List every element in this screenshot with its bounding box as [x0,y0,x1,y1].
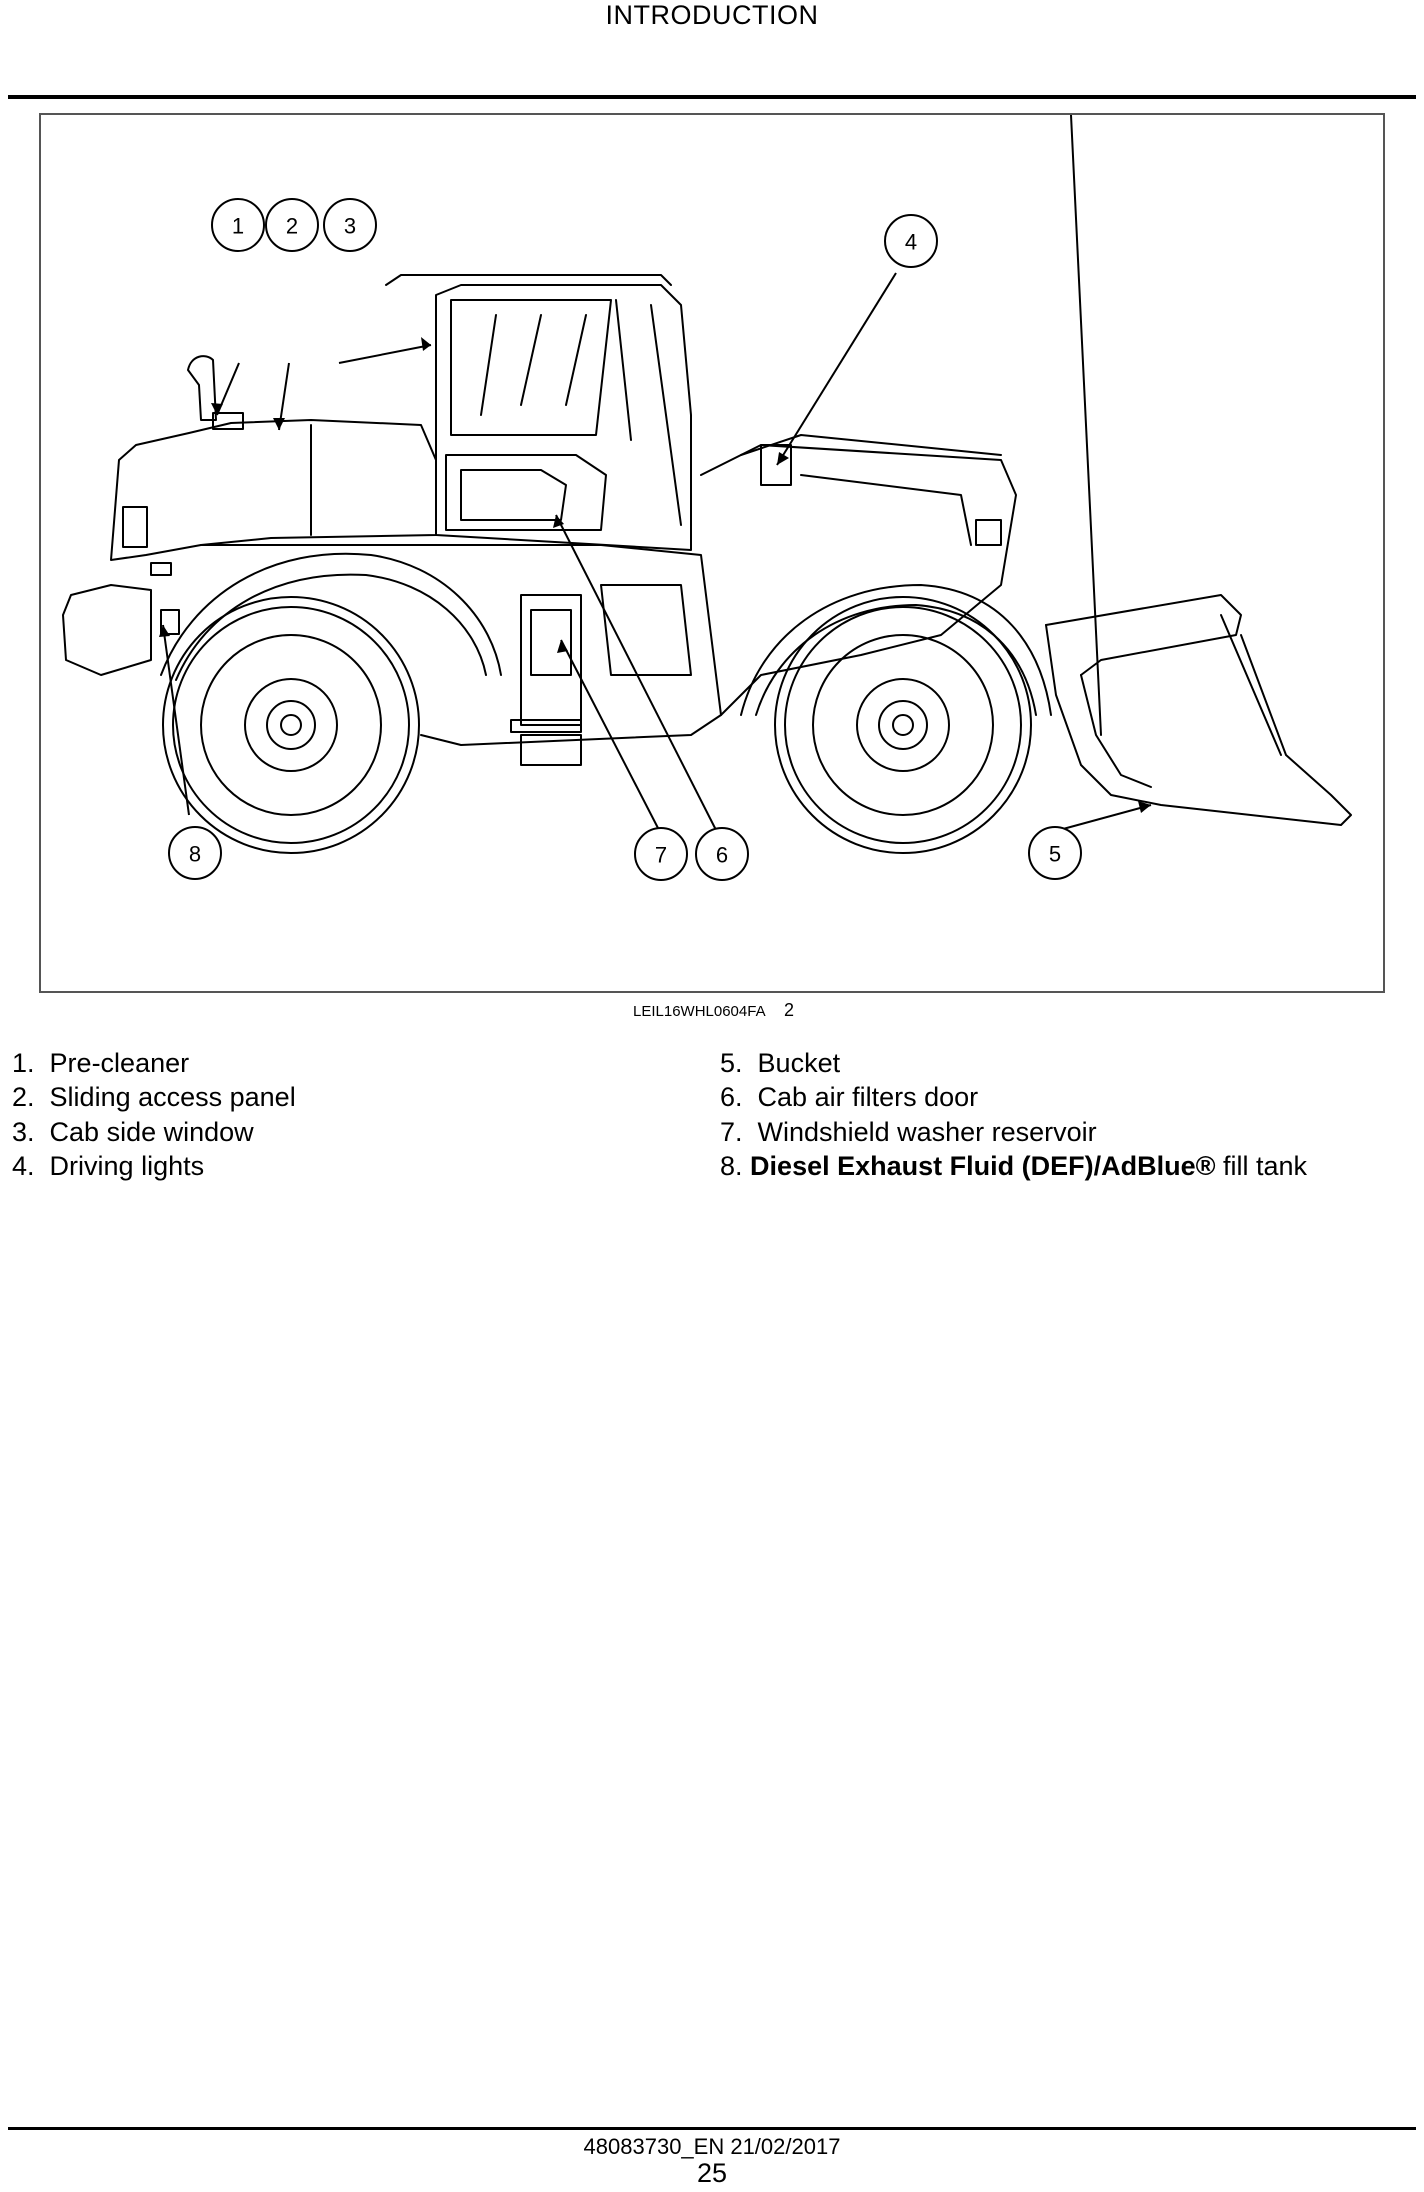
figure-number: 2 [784,1000,795,1020]
wheel-loader-illustration: 1 2 3 4 5 6 7 8 [62,115,1352,881]
callout-markers [168,198,1082,881]
header-rule [8,95,1416,99]
page-header-title: INTRODUCTION [605,0,819,30]
legend-number: 4. [12,1151,35,1181]
footer-document-reference: 48083730_EN 21/02/2017 [583,2134,841,2159]
legend-text: Bucket [757,1048,841,1078]
legend-text: Pre-cleaner [49,1048,190,1078]
footer-page-number: 25 [696,2158,728,2188]
legend-text: Windshield washer reservoir [757,1117,1097,1147]
legend-number: 7. [720,1117,743,1147]
legend-item-4: 4. Driving lights [12,1151,204,1182]
legend-item-6: 6. Cab air filters door [720,1082,978,1113]
callout-5 [1028,826,1082,880]
callout-label-2: 2 [286,214,298,239]
loader-arm [700,444,1017,716]
figure-frame: 1 2 3 4 5 6 7 8 [39,113,1385,993]
legend-number: 1. [12,1048,35,1078]
callout-label-4: 4 [905,230,917,255]
callout-label-6: 6 [716,843,728,868]
callout-label-3: 3 [344,214,356,239]
footer-rule [8,2127,1416,2130]
callout-label-7: 7 [655,843,667,868]
bucket [1045,115,1352,826]
rear-wheel [162,596,420,854]
legend-number: 8. [720,1151,743,1181]
callout-7 [634,827,688,881]
legend-text-bold: Diesel Exhaust Fluid (DEF)/AdBlue® [750,1151,1216,1181]
legend-text: Driving lights [49,1151,205,1181]
figure-reference: LEIL16WHL0604FA [633,1003,766,1020]
callout-8 [168,826,222,880]
def-tank-cap [160,609,180,635]
legend-item-8: 8. Diesel Exhaust Fluid (DEF)/AdBlue® fi… [720,1151,1307,1182]
callout-2 [265,198,319,252]
driving-lights [760,444,792,486]
legend-item-5: 5. Bucket [720,1048,840,1079]
front-wheel [774,596,1032,854]
legend-text: Cab side window [49,1117,254,1147]
exhaust-stack [187,355,217,421]
legend-item-2: 2. Sliding access panel [12,1082,296,1113]
cab-air-filters-door [445,454,607,531]
callout-label-1: 1 [232,214,244,239]
callout-4 [884,214,938,268]
legend-number: 2. [12,1082,35,1112]
legend-number: 6. [720,1082,743,1112]
callout-label-8: 8 [189,842,201,867]
legend-number: 3. [12,1117,35,1147]
callout-1 [211,198,265,252]
callout-6 [695,827,749,881]
legend-item-7: 7. Windshield washer reservoir [720,1117,1097,1148]
counterweight [62,584,152,676]
legend-text: fill tank [1215,1151,1308,1181]
cab-body [435,284,692,551]
engine-hood [110,419,437,561]
callout-3 [323,198,377,252]
legend-text: Cab air filters door [757,1082,979,1112]
legend-item-3: 3. Cab side window [12,1117,254,1148]
legend-item-1: 1. Pre-cleaner [12,1048,189,1079]
callout-label-5: 5 [1049,842,1061,867]
legend-text: Sliding access panel [49,1082,296,1112]
legend-number: 5. [720,1048,743,1078]
cab-side-window [450,299,612,436]
